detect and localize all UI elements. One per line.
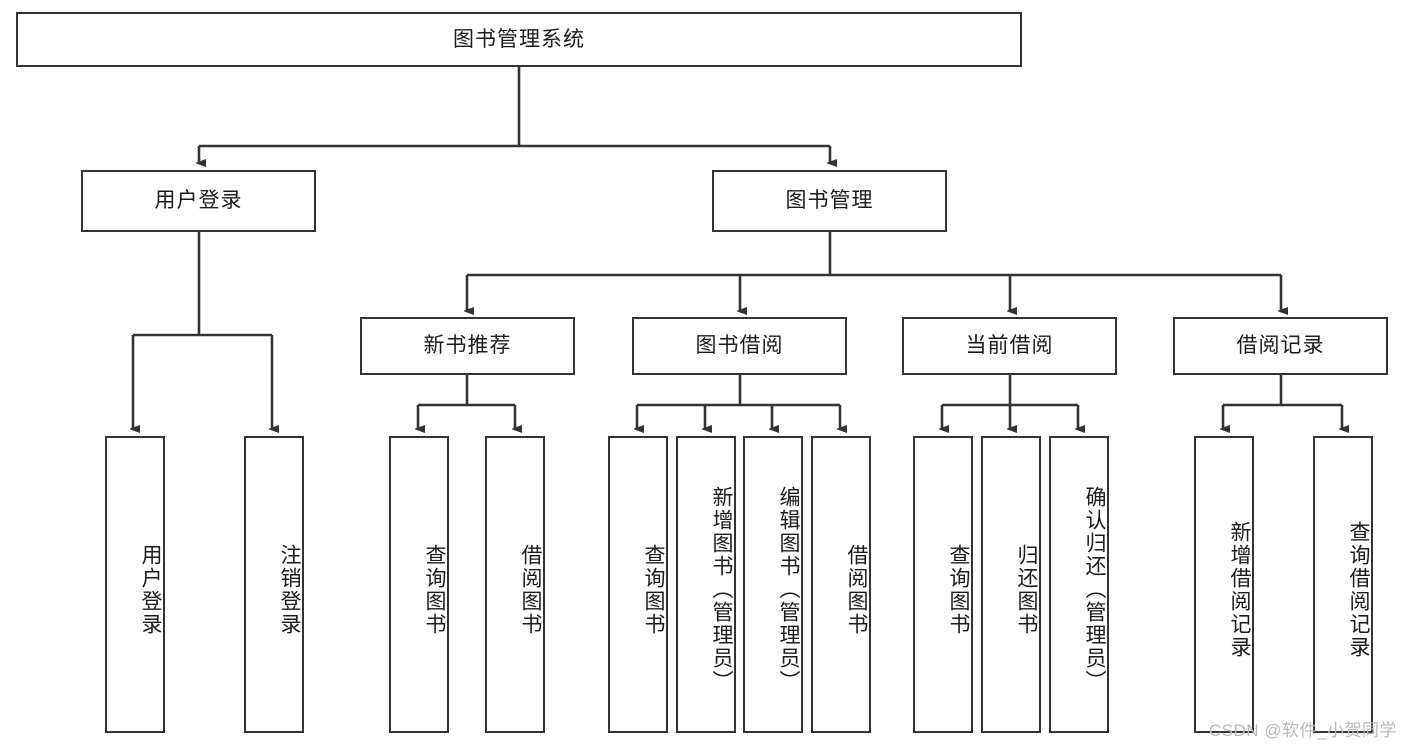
node-label: 图书管理 — [785, 189, 874, 213]
node-label: 新书推荐 — [423, 334, 512, 358]
node-label: 注销登录 — [278, 543, 301, 636]
node-label: 借阅图书 — [519, 543, 542, 636]
leaf-record-add-record[interactable]: 新增借阅记录 — [1194, 436, 1254, 733]
csdn-watermark: CSDN @软件_小贺同学 — [1208, 721, 1397, 740]
node-label: 归还图书 — [1015, 543, 1038, 636]
leaf-current-confirm-return-admin[interactable]: 确认归还（管理员） — [1049, 436, 1109, 733]
node-label: 借阅图书 — [845, 543, 868, 636]
node-label: 新增借阅记录 — [1228, 520, 1251, 659]
node-label: 查询图书 — [423, 543, 446, 636]
node-user-login[interactable]: 用户登录 — [81, 170, 316, 232]
leaf-borrow-add-book-admin[interactable]: 新增图书（管理员） — [676, 436, 736, 733]
leaf-recommend-query-book[interactable]: 查询图书 — [389, 436, 449, 733]
node-label: 当前借阅 — [965, 334, 1054, 358]
leaf-current-return-book[interactable]: 归还图书 — [981, 436, 1041, 733]
node-label: 图书借阅 — [695, 334, 784, 358]
node-label: 新增图书（管理员） — [710, 486, 733, 693]
leaf-record-query-record[interactable]: 查询借阅记录 — [1313, 436, 1373, 733]
leaf-borrow-edit-book-admin[interactable]: 编辑图书（管理员） — [743, 436, 803, 733]
leaf-current-query-book[interactable]: 查询图书 — [913, 436, 973, 733]
node-borrow-record[interactable]: 借阅记录 — [1173, 317, 1388, 375]
leaf-user-logout[interactable]: 注销登录 — [244, 436, 304, 733]
node-label: 查询借阅记录 — [1347, 520, 1370, 659]
leaf-borrow-query-book[interactable]: 查询图书 — [608, 436, 668, 733]
node-current-borrow[interactable]: 当前借阅 — [902, 317, 1117, 375]
node-label: 用户登录 — [139, 543, 162, 636]
node-label: 借阅记录 — [1236, 334, 1325, 358]
leaf-user-login[interactable]: 用户登录 — [105, 436, 165, 733]
node-label: 查询图书 — [947, 543, 970, 636]
node-book-borrow[interactable]: 图书借阅 — [632, 317, 847, 375]
node-label: 图书管理系统 — [453, 27, 585, 51]
leaf-borrow-borrow-book[interactable]: 借阅图书 — [811, 436, 871, 733]
node-label: 确认归还（管理员） — [1083, 486, 1106, 693]
leaf-recommend-borrow-book[interactable]: 借阅图书 — [485, 436, 545, 733]
node-label: 查询图书 — [642, 543, 665, 636]
node-label: 编辑图书（管理员） — [777, 486, 800, 693]
node-book-management[interactable]: 图书管理 — [712, 170, 947, 232]
node-root-book-management-system[interactable]: 图书管理系统 — [16, 12, 1022, 67]
node-new-book-recommend[interactable]: 新书推荐 — [360, 317, 575, 375]
node-label: 用户登录 — [154, 189, 243, 213]
